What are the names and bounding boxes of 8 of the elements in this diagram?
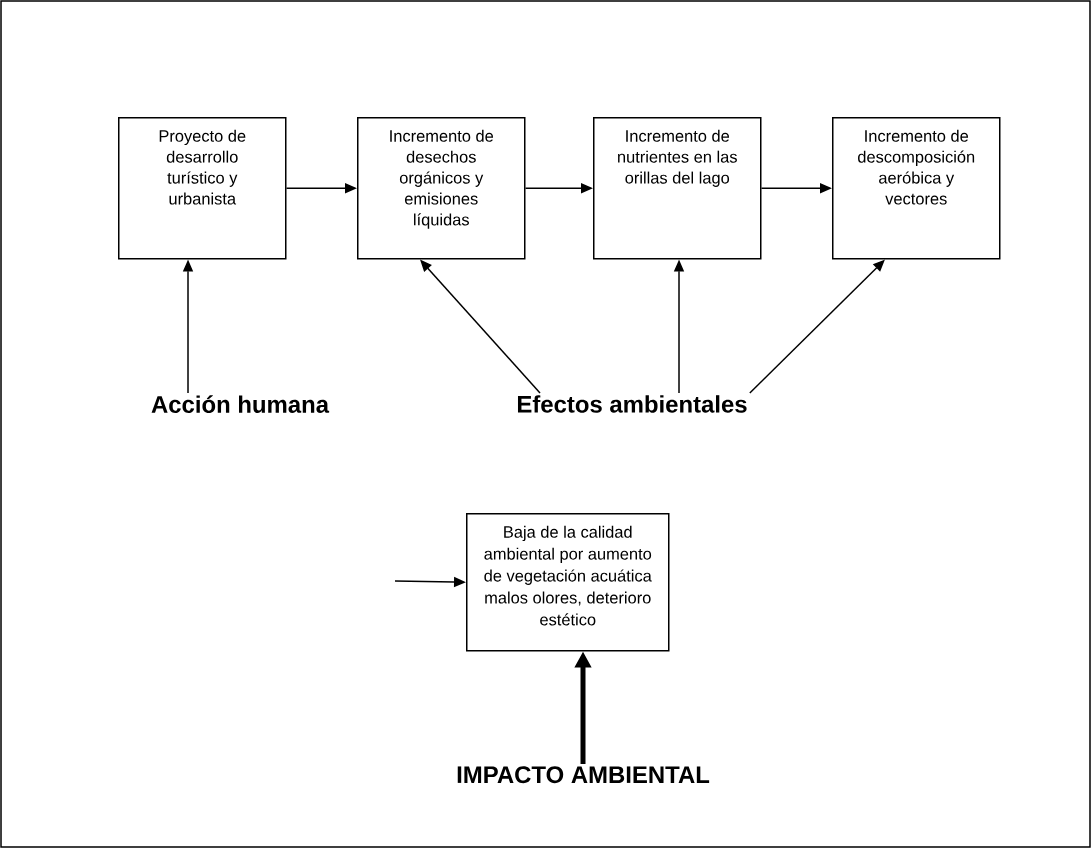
- process-box: Baja de la calidad ambiental por aumento de vegetación acuática malos olores, deterioro estético: [466, 513, 670, 652]
- process-box: Incremento de desechos orgánicos y emisiones líquidas: [357, 117, 526, 260]
- category-label: IMPACTO AMBIENTAL: [457, 766, 710, 784]
- process-box: Proyecto de desarrollo turístico y urbanista: [118, 117, 287, 260]
- category-label: Acción humana: [151, 395, 330, 413]
- category-label: Efectos ambientales: [518, 395, 747, 413]
- process-box: Incremento de descomposición aeróbica y vectores: [832, 117, 1001, 260]
- process-box: Incremento de nutrientes en las orillas del lago: [593, 117, 762, 260]
